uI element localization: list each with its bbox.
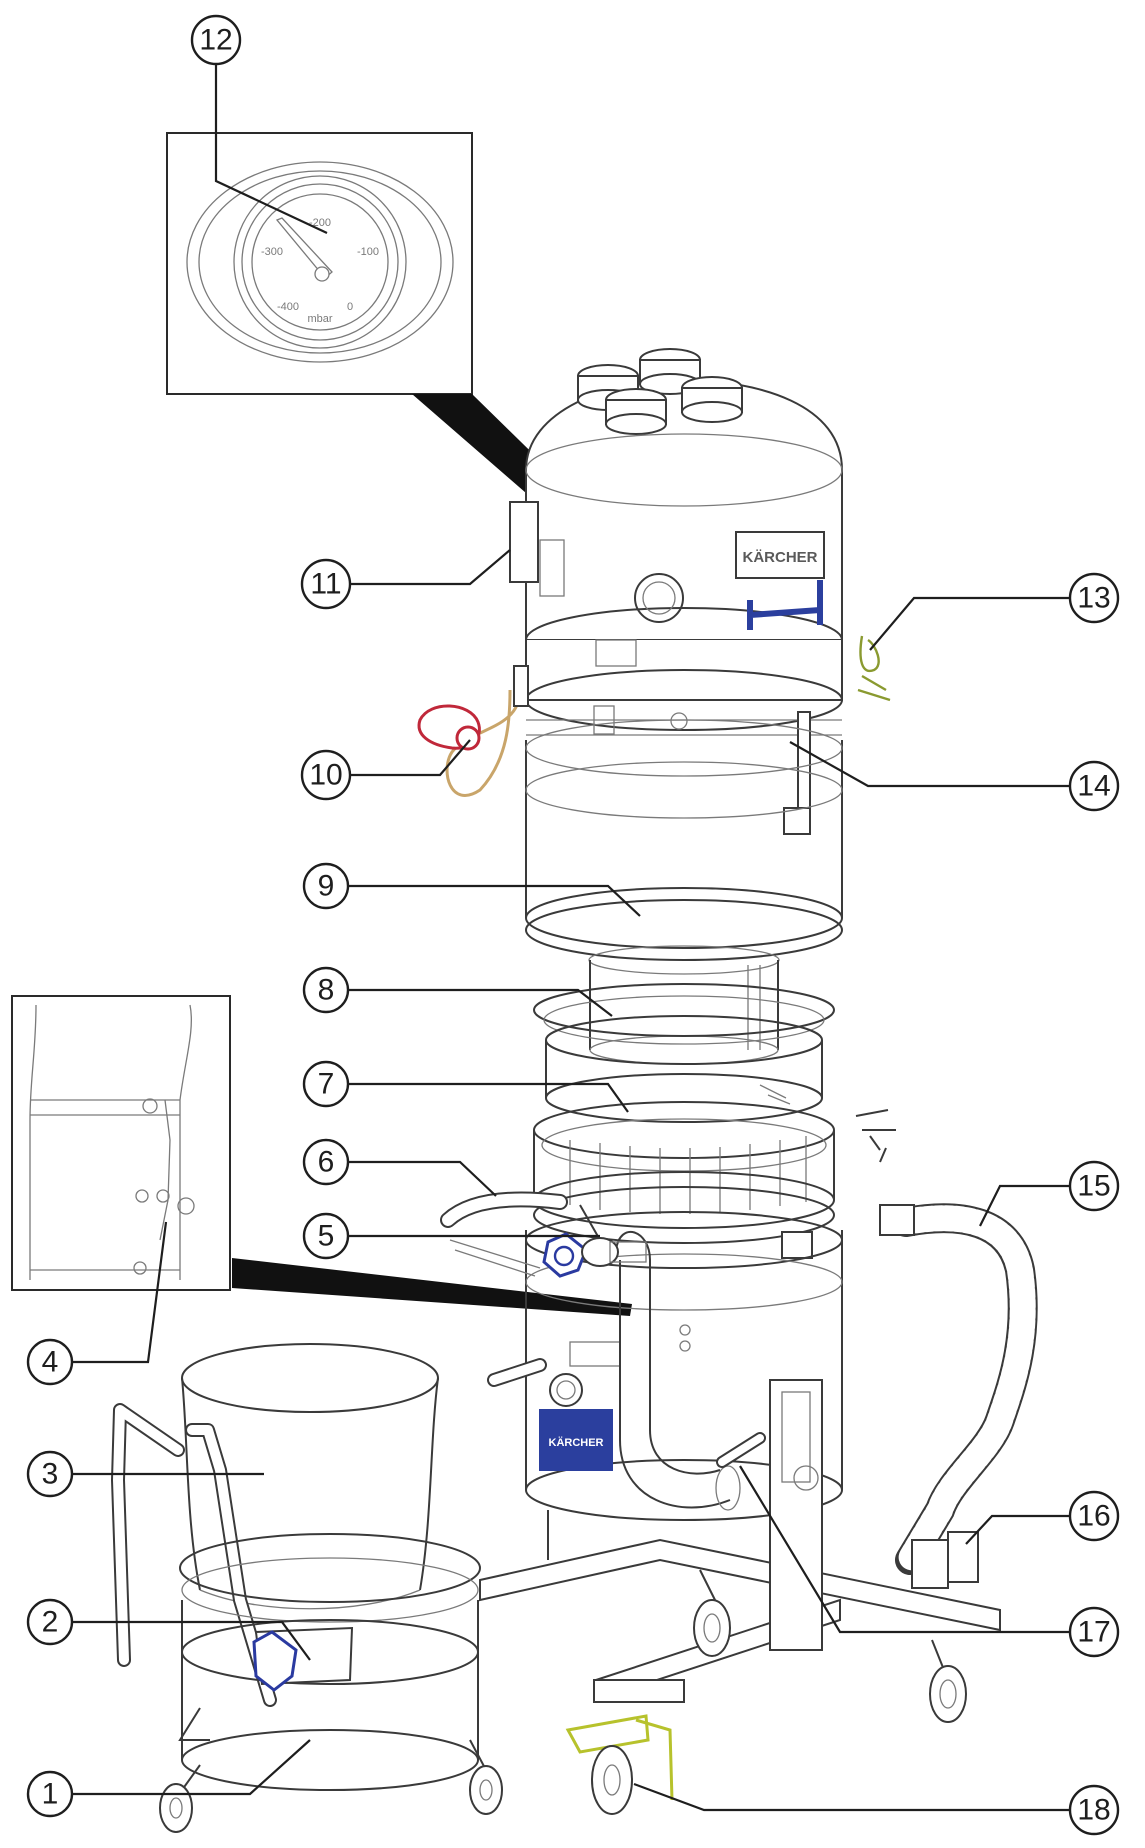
leader-lines — [70, 40, 1070, 1812]
valve-detail-inset — [11, 995, 632, 1316]
svg-text:11: 11 — [310, 568, 341, 601]
exhaust-caps — [577, 348, 743, 435]
callout-9: 9 — [302, 862, 350, 910]
callout-17: 17 — [1068, 1606, 1120, 1658]
callout-4: 4 — [26, 1338, 74, 1386]
callout-2: 2 — [26, 1598, 74, 1646]
svg-text:9: 9 — [318, 870, 335, 903]
svg-text:14: 14 — [1077, 770, 1110, 803]
bin-flap-valve — [252, 1630, 298, 1692]
callout-13: 13 — [1068, 572, 1120, 624]
svg-text:7: 7 — [318, 1068, 335, 1101]
callout-6: 6 — [302, 1138, 350, 1186]
callout-3: 3 — [26, 1450, 74, 1498]
gauge-scale-label: -300 — [261, 246, 283, 258]
suction-hose — [879, 1203, 1038, 1575]
svg-text:5: 5 — [318, 1220, 335, 1253]
filter-basket — [533, 983, 835, 1123]
svg-text:13: 13 — [1077, 582, 1110, 615]
dust-bin-cart — [111, 1343, 503, 1833]
callout-5: 5 — [302, 1212, 350, 1260]
bin-castor — [469, 1739, 503, 1815]
castor-wheels — [565, 1569, 967, 1815]
earth-cable — [857, 635, 891, 702]
gauge-scale-label: -400 — [277, 301, 299, 313]
castor — [693, 1569, 731, 1657]
head-handle — [747, 580, 823, 630]
gauge-scale-label: -100 — [357, 246, 379, 258]
screw-set — [855, 1109, 896, 1163]
callout-16: 16 — [1068, 1490, 1120, 1542]
callout-11: 11 — [300, 558, 352, 610]
callout-7: 7 — [302, 1060, 350, 1108]
motor-head: KÄRCHER — [509, 348, 843, 961]
brand-panel — [539, 1409, 613, 1471]
gauge-unit-label: mbar — [307, 313, 332, 325]
callout-15: 15 — [1068, 1160, 1120, 1212]
svg-text:6: 6 — [318, 1146, 335, 1179]
brand-panel-label: KÄRCHER — [549, 1436, 604, 1449]
castor-brake — [565, 1714, 674, 1815]
castor — [929, 1639, 967, 1723]
svg-text:12: 12 — [199, 24, 232, 57]
callout-12: 12 — [190, 14, 242, 66]
brand-plate-label: KÄRCHER — [743, 549, 818, 566]
svg-text:10: 10 — [309, 759, 342, 792]
svg-text:3: 3 — [42, 1458, 59, 1491]
svg-text:17: 17 — [1077, 1616, 1110, 1649]
chassis-frame — [479, 1379, 1001, 1703]
svg-text:2: 2 — [42, 1606, 59, 1639]
main-filter — [588, 945, 780, 1065]
svg-text:4: 4 — [42, 1346, 59, 1379]
callout-1: 1 — [26, 1770, 74, 1818]
gauge-scale-label: 0 — [347, 301, 353, 313]
svg-text:16: 16 — [1077, 1500, 1110, 1533]
callout-14: 14 — [1068, 760, 1120, 812]
callout-10: 10 — [300, 749, 352, 801]
filter-cage — [533, 1101, 835, 1259]
callout-8: 8 — [302, 966, 350, 1014]
svg-text:18: 18 — [1077, 1794, 1110, 1827]
svg-text:15: 15 — [1077, 1170, 1110, 1203]
svg-text:8: 8 — [318, 974, 335, 1007]
valve-assembly — [440, 1191, 647, 1278]
callout-18: 18 — [1068, 1784, 1120, 1836]
svg-text:1: 1 — [42, 1778, 59, 1811]
power-cable — [417, 665, 529, 797]
lower-body: KÄRCHER — [487, 1211, 843, 1560]
bin-castor — [159, 1764, 201, 1833]
